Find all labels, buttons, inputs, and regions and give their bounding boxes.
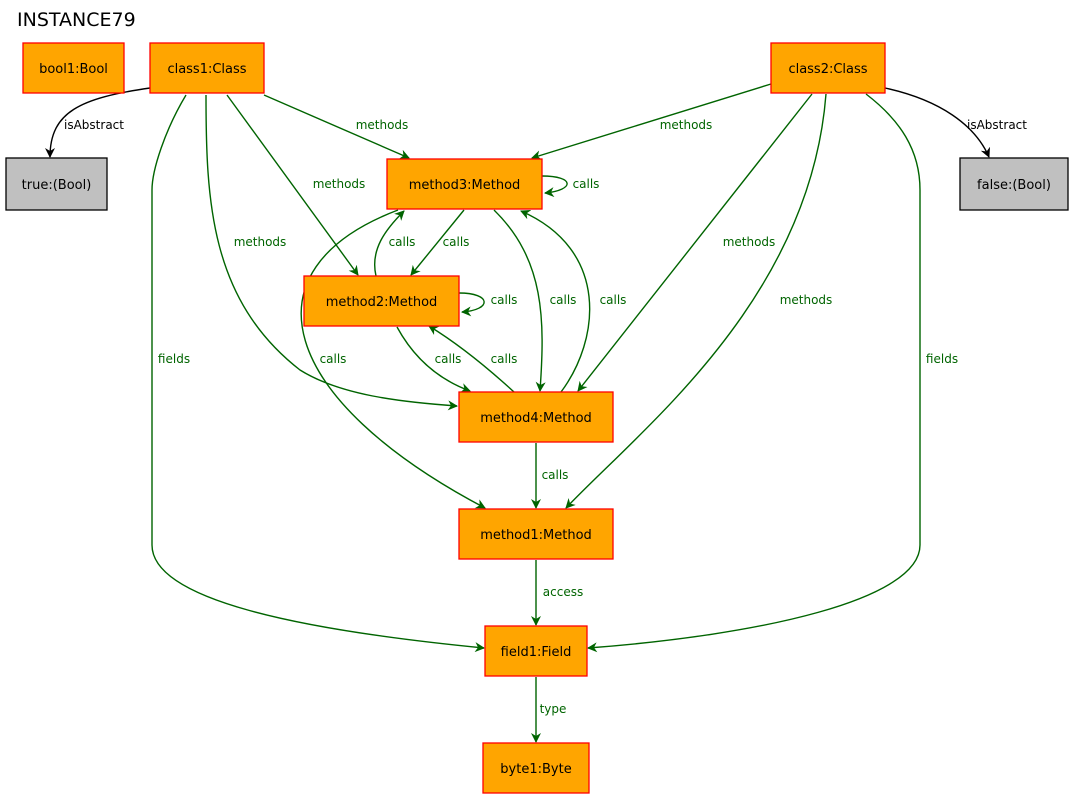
- nodes-layer: bool1:Bool class1:Class class2:Class true:(…: [5, 42, 1069, 794]
- node-method4[interactable]: method4:Method: [458, 391, 614, 443]
- node-bool1[interactable]: bool1:Bool: [22, 42, 125, 94]
- edge-label: calls: [573, 177, 600, 191]
- edge-line: [531, 83, 772, 161]
- edge-line: [300, 209, 486, 509]
- edge-class2-to-false: isAbstract: [884, 87, 1027, 158]
- node-box: [22, 42, 125, 94]
- node-box: [959, 157, 1069, 211]
- edge-label: calls: [443, 235, 470, 249]
- node-box: [149, 42, 265, 94]
- edge-class2-to-method4: methods: [577, 93, 813, 392]
- edge-label: methods: [356, 118, 409, 132]
- edge-method1-to-field1: access: [531, 560, 583, 626]
- diagram-title: INSTANCE79: [17, 9, 136, 31]
- edge-label: fields: [158, 352, 190, 366]
- node-label: method2:Method: [326, 295, 438, 310]
- edge-method3-to-method3: calls: [541, 175, 600, 198]
- edge-label: isAbstract: [967, 118, 1027, 132]
- edge-label: calls: [491, 293, 518, 307]
- edge-class2-to-field1: fields: [587, 93, 958, 653]
- node-label: method1:Method: [480, 528, 592, 543]
- edge-line: [520, 210, 591, 393]
- edge-class1-to-field1: fields: [151, 94, 485, 653]
- edge-line: [458, 292, 485, 317]
- edge-class2-to-method1: methods: [565, 93, 833, 509]
- edge-label: methods: [780, 293, 833, 307]
- edge-label: calls: [435, 352, 462, 366]
- edge-line: [587, 93, 921, 653]
- edge-method2-to-method2: calls: [458, 292, 518, 317]
- edge-method3-to-method4: calls: [493, 209, 577, 392]
- node-field1[interactable]: field1:Field: [484, 625, 588, 677]
- edge-field1-to-byte1: type: [531, 677, 567, 743]
- edge-line: [151, 94, 485, 653]
- node-box: [484, 625, 588, 677]
- edge-method2-to-method3: calls: [374, 210, 416, 277]
- edge-class1-to-true: isAbstract: [45, 87, 151, 158]
- edge-label: methods: [234, 235, 287, 249]
- edge-line: [541, 175, 568, 198]
- node-box: [458, 391, 614, 443]
- edge-label: access: [543, 585, 583, 599]
- edge-label: methods: [313, 177, 366, 191]
- node-label: class2:Class: [788, 62, 867, 77]
- edge-method4-to-method2: calls: [428, 325, 518, 393]
- node-label: field1:Field: [501, 645, 572, 660]
- edge-label: fields: [926, 352, 958, 366]
- node-label: bool1:Bool: [39, 62, 108, 77]
- edge-line: [884, 87, 990, 158]
- node-class1[interactable]: class1:Class: [149, 42, 265, 94]
- node-box: [458, 508, 614, 560]
- edge-line: [205, 94, 458, 411]
- node-box: [482, 742, 590, 794]
- node-class2[interactable]: class2:Class: [770, 42, 886, 94]
- node-box: [770, 42, 886, 94]
- edge-method4-to-method1: calls: [531, 443, 569, 509]
- edge-line: [565, 93, 827, 509]
- edge-line: [493, 209, 546, 392]
- node-byte1[interactable]: byte1:Byte: [482, 742, 590, 794]
- node-method2[interactable]: method2:Method: [303, 275, 460, 327]
- edge-label: calls: [542, 468, 569, 482]
- node-box: [303, 275, 460, 327]
- edge-class2-to-method3: methods: [531, 83, 772, 161]
- edge-line: [374, 210, 405, 277]
- edge-label: type: [540, 702, 567, 716]
- node-label: true:(Bool): [22, 178, 92, 193]
- edge-class1-to-method4: methods: [205, 94, 458, 411]
- edge-label: isAbstract: [64, 118, 124, 132]
- node-method3[interactable]: method3:Method: [386, 158, 543, 210]
- node-label: method3:Method: [409, 178, 521, 193]
- node-label: false:(Bool): [977, 178, 1051, 193]
- edges-layer: isAbstract isAbstract methods methods method…: [45, 83, 1027, 743]
- edge-label: calls: [550, 293, 577, 307]
- edge-class1-to-method3: methods: [263, 94, 410, 159]
- edge-line: [410, 209, 465, 276]
- edge-line: [263, 94, 410, 159]
- node-method1[interactable]: method1:Method: [458, 508, 614, 560]
- edge-line: [428, 325, 515, 393]
- edge-label: calls: [491, 352, 518, 366]
- node-box: [386, 158, 543, 210]
- edge-label: calls: [389, 235, 416, 249]
- edge-method3-to-method2: calls: [410, 209, 470, 276]
- edge-method2-to-method4: calls: [396, 326, 471, 393]
- edge-line: [396, 326, 471, 393]
- node-true[interactable]: true:(Bool): [5, 157, 108, 211]
- edge-label: methods: [660, 118, 713, 132]
- edge-line: [577, 93, 813, 392]
- edge-label: calls: [600, 293, 627, 307]
- node-label: class1:Class: [167, 62, 246, 77]
- node-label: method4:Method: [480, 411, 592, 426]
- edge-label: methods: [723, 235, 776, 249]
- node-box: [5, 157, 108, 211]
- edge-method4-to-method3: calls: [520, 210, 627, 393]
- edge-line: [45, 87, 151, 158]
- edge-method3-to-method1: calls: [300, 209, 486, 509]
- node-label: byte1:Byte: [500, 762, 571, 777]
- edge-label: calls: [320, 352, 347, 366]
- node-false[interactable]: false:(Bool): [959, 157, 1069, 211]
